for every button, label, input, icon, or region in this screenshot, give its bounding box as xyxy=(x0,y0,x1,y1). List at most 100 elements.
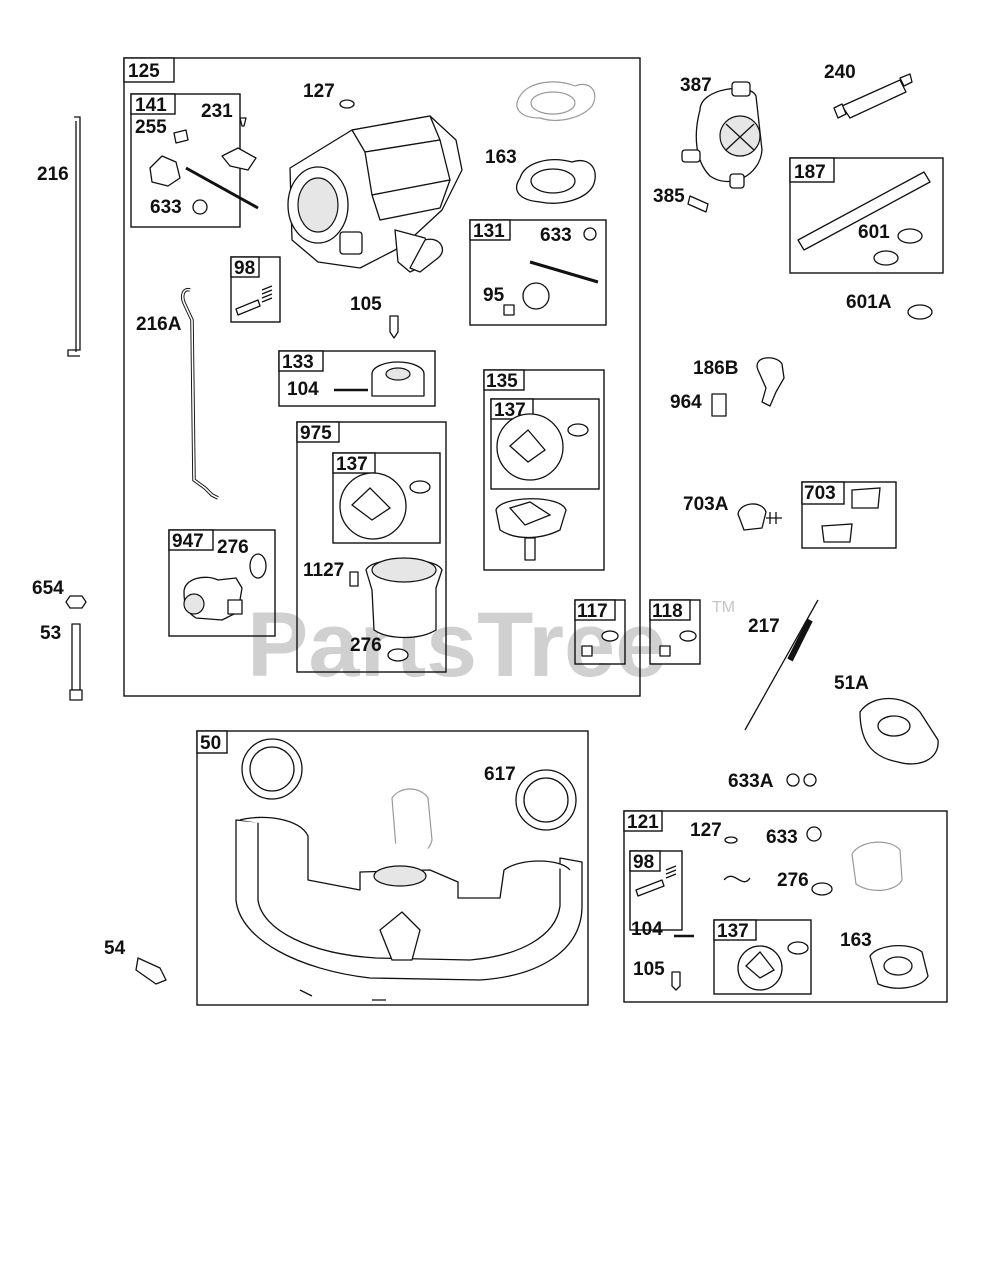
label-216A: 216A xyxy=(136,314,182,335)
clamp-601-a xyxy=(897,228,923,244)
label-98-kit: 98 xyxy=(633,852,654,873)
washer-117 xyxy=(601,630,619,642)
throttle-plate-141 xyxy=(221,147,257,171)
label-703: 703 xyxy=(804,483,836,504)
label-51A: 51A xyxy=(834,673,869,694)
throttle-shaft xyxy=(185,166,259,210)
fuel-hose-187 xyxy=(797,171,931,251)
box-50 xyxy=(196,730,589,1006)
label-633A: 633A xyxy=(728,771,774,792)
choke-plate xyxy=(522,282,550,310)
label-105-kit: 105 xyxy=(633,959,665,980)
gasket-163-faint xyxy=(516,81,596,121)
tag-125 xyxy=(123,57,175,83)
washer-276-947 xyxy=(249,553,267,579)
o-ring-127 xyxy=(339,99,355,109)
label-276-975: 276 xyxy=(350,635,382,656)
tag-133 xyxy=(278,350,324,372)
screw-385 xyxy=(687,195,709,213)
tag-141 xyxy=(130,93,176,115)
tag-98 xyxy=(230,256,260,278)
tag-137-in-975 xyxy=(332,452,376,474)
label-1127: 1127 xyxy=(303,560,344,581)
clamp-601A xyxy=(907,304,933,320)
label-617: 617 xyxy=(484,764,516,785)
box-131 xyxy=(469,219,607,326)
label-118: 118 xyxy=(652,601,683,622)
label-387: 387 xyxy=(680,75,712,96)
screw-1127 xyxy=(349,571,359,587)
label-703A: 703A xyxy=(683,494,729,515)
washer-276-kit xyxy=(811,882,833,896)
label-137-975: 137 xyxy=(336,454,368,475)
box-703 xyxy=(801,481,897,549)
tag-135 xyxy=(483,369,525,391)
label-53: 53 xyxy=(40,623,61,644)
carburetor-body xyxy=(287,115,463,273)
label-131: 131 xyxy=(473,221,505,242)
tag-187 xyxy=(789,157,835,183)
label-163: 163 xyxy=(485,147,517,168)
label-125: 125 xyxy=(128,61,160,82)
box-947 xyxy=(168,529,276,637)
label-187: 187 xyxy=(794,162,826,183)
fuel-filter-240 xyxy=(841,79,907,119)
gasket-kit-137-975 xyxy=(339,472,407,540)
tag-131 xyxy=(469,219,511,241)
spring-98 xyxy=(261,285,273,303)
gasket-kit-137-135 xyxy=(496,413,564,481)
tag-703 xyxy=(801,481,845,505)
label-127-kit: 127 xyxy=(690,820,722,841)
o-ring-127-kit xyxy=(724,836,738,844)
label-385: 385 xyxy=(653,186,685,207)
gasket-137-kit xyxy=(737,945,783,991)
bushing-964 xyxy=(711,393,727,417)
label-105: 105 xyxy=(350,294,382,315)
label-240: 240 xyxy=(824,62,856,83)
clamp-703A xyxy=(737,503,767,531)
tag-98-in-121 xyxy=(629,850,661,872)
label-231: 231 xyxy=(201,101,233,122)
label-947: 947 xyxy=(172,531,204,552)
screw-117 xyxy=(581,645,593,657)
label-276-kit: 276 xyxy=(777,870,809,891)
label-135: 135 xyxy=(486,371,518,392)
label-95: 95 xyxy=(483,285,505,306)
tag-117 xyxy=(574,599,616,621)
bushing-633A-a xyxy=(786,773,800,787)
tag-121 xyxy=(623,810,663,832)
tag-975 xyxy=(296,421,340,443)
tag-50 xyxy=(196,730,228,754)
governor-link-216A xyxy=(181,287,219,500)
box-135 xyxy=(483,369,605,571)
label-141: 141 xyxy=(135,95,167,116)
elbow-186B xyxy=(756,357,785,407)
box-137-in-121 xyxy=(713,919,812,995)
clamp-703-a xyxy=(851,487,881,509)
washer-118 xyxy=(679,630,697,642)
screw-255 xyxy=(173,129,189,144)
needle-105-kit xyxy=(671,971,681,991)
label-117: 117 xyxy=(577,601,608,622)
label-163-kit: 163 xyxy=(840,930,872,951)
tag-118 xyxy=(649,599,691,621)
label-104-kit: 104 xyxy=(631,919,663,940)
label-654: 654 xyxy=(32,578,64,599)
tag-947 xyxy=(168,529,214,551)
float-bowl-135 xyxy=(495,498,567,539)
label-633-141: 633 xyxy=(150,197,182,218)
nut-654 xyxy=(65,595,87,609)
screw-98-kit xyxy=(635,879,665,897)
throttle-bracket xyxy=(149,155,181,187)
label-137-kit: 137 xyxy=(717,921,749,942)
bushing-633A-b xyxy=(803,773,817,787)
box-133 xyxy=(278,350,436,407)
label-121: 121 xyxy=(627,812,659,833)
bushing-633-131 xyxy=(583,227,597,241)
tag-137-in-121 xyxy=(713,919,757,941)
label-255: 255 xyxy=(135,117,167,138)
label-217: 217 xyxy=(748,616,780,637)
label-127: 127 xyxy=(303,81,335,102)
label-975: 975 xyxy=(300,423,332,444)
